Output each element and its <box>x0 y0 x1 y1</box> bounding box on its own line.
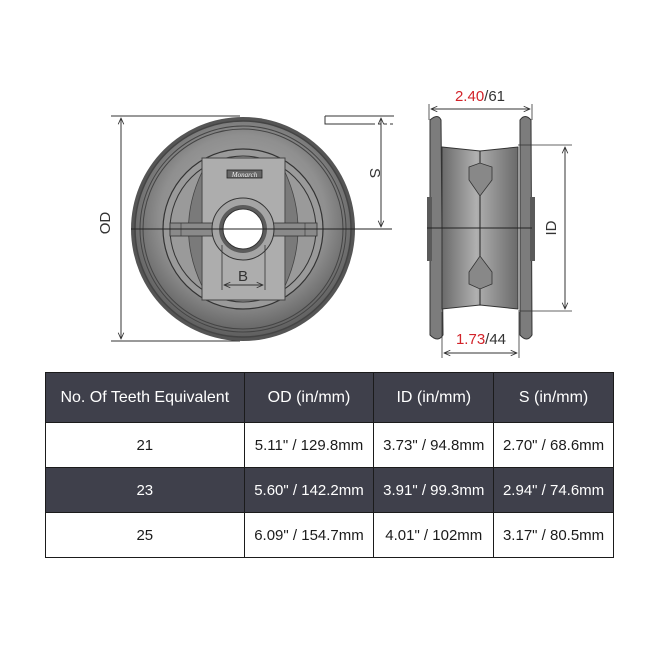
product-dimension-diagram: OD Monarch B S <box>97 88 572 358</box>
cell-s: 3.17" / 80.5mm <box>493 512 614 558</box>
header-s: S (in/mm) <box>493 372 614 423</box>
spec-table: No. Of Teeth Equivalent OD (in/mm) ID (i… <box>45 372 614 558</box>
header-od: OD (in/mm) <box>243 372 375 423</box>
brand-logo: Monarch <box>231 171 258 179</box>
cell-id: 3.91" / 99.3mm <box>373 467 495 513</box>
side-view: 2.40/61 ID 1.73/44 <box>427 88 572 358</box>
cell-id: 3.73" / 94.8mm <box>373 422 495 468</box>
s-label: S <box>366 168 383 178</box>
cell-od: 5.60" / 142.2mm <box>243 467 375 513</box>
id-label: ID <box>543 220 560 235</box>
cell-teeth: 21 <box>45 422 245 468</box>
b-label: B <box>238 268 248 285</box>
table-row: 25 6.09" / 154.7mm 4.01" / 102mm 3.17" /… <box>45 512 614 558</box>
od-label: OD <box>97 212 114 235</box>
overall-width-label: 2.40/61 <box>455 88 505 105</box>
cell-s: 2.70" / 68.6mm <box>493 422 614 468</box>
cell-id: 4.01" / 102mm <box>373 512 495 558</box>
table-row: 21 5.11" / 129.8mm 3.73" / 94.8mm 2.70" … <box>45 422 614 468</box>
header-teeth: No. Of Teeth Equivalent <box>45 372 245 423</box>
cell-teeth: 25 <box>45 512 245 558</box>
cell-od: 6.09" / 154.7mm <box>243 512 375 558</box>
cell-s: 2.94" / 74.6mm <box>493 467 614 513</box>
cell-od: 5.11" / 129.8mm <box>243 422 375 468</box>
front-view: OD Monarch B S <box>97 115 394 342</box>
table-header-row: No. Of Teeth Equivalent OD (in/mm) ID (i… <box>45 372 614 423</box>
hub-width-label: 1.73/44 <box>456 331 506 348</box>
cell-teeth: 23 <box>45 467 245 513</box>
header-id: ID (in/mm) <box>373 372 495 423</box>
table-row: 23 5.60" / 142.2mm 3.91" / 99.3mm 2.94" … <box>45 467 614 513</box>
